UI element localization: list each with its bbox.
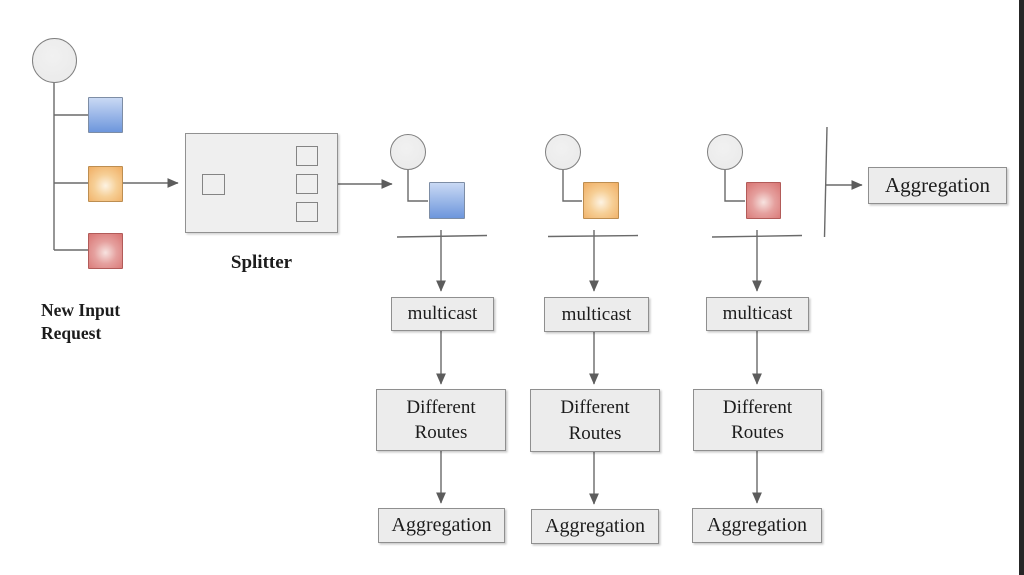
final-aggregation-label: Aggregation bbox=[885, 172, 990, 197]
col1-aggregation-label: Aggregation bbox=[391, 514, 492, 537]
splitter-output-square-bottom bbox=[296, 202, 318, 222]
connector-col3-stem bbox=[724, 170, 745, 202]
col2-different-routes-box: Different Routes bbox=[530, 389, 660, 452]
message-square-red bbox=[88, 233, 123, 269]
col1-different-routes-label: Different Routes bbox=[406, 396, 476, 443]
col3-message-square-red bbox=[746, 182, 781, 219]
col2-aggregation-box: Aggregation bbox=[531, 509, 659, 544]
message-square-blue bbox=[88, 97, 123, 133]
col1-different-routes-box: Different Routes bbox=[376, 389, 506, 451]
connector-join-bar bbox=[823, 126, 828, 238]
splitter-box bbox=[185, 133, 338, 233]
col3-multicast-label: multicast bbox=[722, 303, 793, 325]
col3-aggregation-label: Aggregation bbox=[707, 514, 807, 537]
col1-multicast-label: multicast bbox=[407, 303, 478, 325]
connector-col2-stem bbox=[562, 170, 582, 202]
message-square-orange bbox=[88, 166, 123, 202]
col3-multicast-box: multicast bbox=[706, 297, 809, 331]
start-circle bbox=[32, 38, 77, 83]
splitter-output-square-middle bbox=[296, 174, 318, 194]
col1-aggregation-box: Aggregation bbox=[378, 508, 505, 543]
splitter-output-square-top bbox=[296, 146, 318, 166]
col2-multicast-box: multicast bbox=[544, 297, 649, 332]
col2-multicast-label: multicast bbox=[561, 303, 632, 325]
col2-different-routes-label: Different Routes bbox=[560, 397, 630, 444]
col1-start-circle bbox=[390, 134, 426, 170]
col3-different-routes-box: Different Routes bbox=[693, 389, 822, 451]
col1-multicast-box: multicast bbox=[391, 297, 494, 331]
col3-aggregation-box: Aggregation bbox=[692, 508, 822, 543]
connector-col1-bar bbox=[396, 234, 488, 238]
connector-col1-stem bbox=[407, 170, 428, 202]
new-input-request-label: New Input Request bbox=[41, 300, 121, 344]
col3-different-routes-label: Different Routes bbox=[722, 396, 793, 443]
col2-aggregation-label: Aggregation bbox=[545, 515, 645, 538]
col1-message-square-blue bbox=[429, 182, 465, 219]
col2-start-circle bbox=[545, 134, 581, 170]
col2-message-square-orange bbox=[583, 182, 619, 219]
final-aggregation-box: Aggregation bbox=[868, 167, 1007, 204]
connector-col2-bar bbox=[547, 234, 639, 238]
splitter-input-square bbox=[202, 174, 225, 195]
col3-start-circle bbox=[707, 134, 743, 170]
splitter-label: Splitter bbox=[230, 252, 293, 273]
screen-edge-strip bbox=[1019, 0, 1024, 575]
